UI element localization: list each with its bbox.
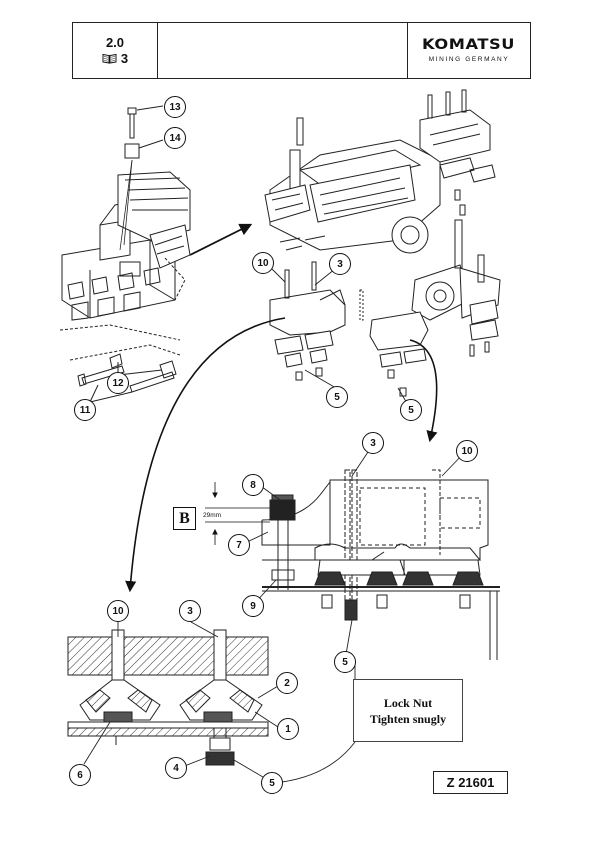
part-number-3: 3 bbox=[329, 253, 351, 275]
part-number-10: 10 bbox=[252, 252, 274, 274]
part-number-9: 9 bbox=[242, 595, 264, 617]
callout-line-1: Lock Nut bbox=[383, 695, 433, 710]
part-number-14: 14 bbox=[164, 127, 186, 149]
dimension-marker bbox=[205, 482, 270, 545]
brand-logo: KOMATSU bbox=[422, 37, 516, 53]
lock-nut-callout: Lock Nut Tighten snugly bbox=[353, 679, 463, 742]
callout-line-2: Tighten snugly bbox=[369, 711, 447, 726]
header-title-area bbox=[158, 23, 408, 78]
brand-subtitle: MINING GERMANY bbox=[428, 56, 510, 63]
part-number-5: 5 bbox=[261, 772, 283, 794]
part-number-5: 5 bbox=[326, 386, 348, 408]
part-number-12: 12 bbox=[107, 372, 129, 394]
section-number: 2.0 bbox=[105, 34, 125, 50]
part-number-5: 5 bbox=[400, 399, 422, 421]
direction-arrow bbox=[189, 223, 253, 256]
part-number-4: 4 bbox=[165, 757, 187, 779]
section-reference: 2.0 3 bbox=[73, 23, 158, 78]
frame-corner-view bbox=[59, 105, 191, 403]
part-number-7: 7 bbox=[228, 534, 250, 556]
part-number-5: 5 bbox=[334, 651, 356, 673]
figure-id: Z 21601 bbox=[433, 771, 508, 794]
part-number-8: 8 bbox=[242, 474, 264, 496]
detail-b-label: B bbox=[173, 507, 196, 530]
book-chapter: 3 bbox=[120, 50, 129, 66]
engine-exploded-view bbox=[264, 89, 501, 397]
dimension-29mm: 29mm bbox=[203, 512, 222, 519]
part-number-2: 2 bbox=[276, 672, 298, 694]
open-book-icon bbox=[102, 53, 117, 64]
part-number-10: 10 bbox=[107, 600, 129, 622]
part-number-1: 1 bbox=[277, 718, 299, 740]
direction-arrow bbox=[125, 317, 286, 593]
part-number-6: 6 bbox=[69, 764, 91, 786]
brand-block: KOMATSU MINING GERMANY bbox=[408, 23, 530, 78]
part-number-11: 11 bbox=[74, 399, 96, 421]
mount-section-view bbox=[67, 629, 269, 766]
mount-side-view bbox=[261, 469, 500, 660]
part-number-3: 3 bbox=[179, 600, 201, 622]
part-number-10: 10 bbox=[456, 440, 478, 462]
part-number-3: 3 bbox=[362, 432, 384, 454]
document-header: 2.0 3 KOMATSU MINING GERMANY bbox=[72, 22, 531, 79]
part-number-13: 13 bbox=[164, 96, 186, 118]
book-reference: 3 bbox=[102, 51, 128, 67]
direction-arrow bbox=[409, 339, 438, 443]
